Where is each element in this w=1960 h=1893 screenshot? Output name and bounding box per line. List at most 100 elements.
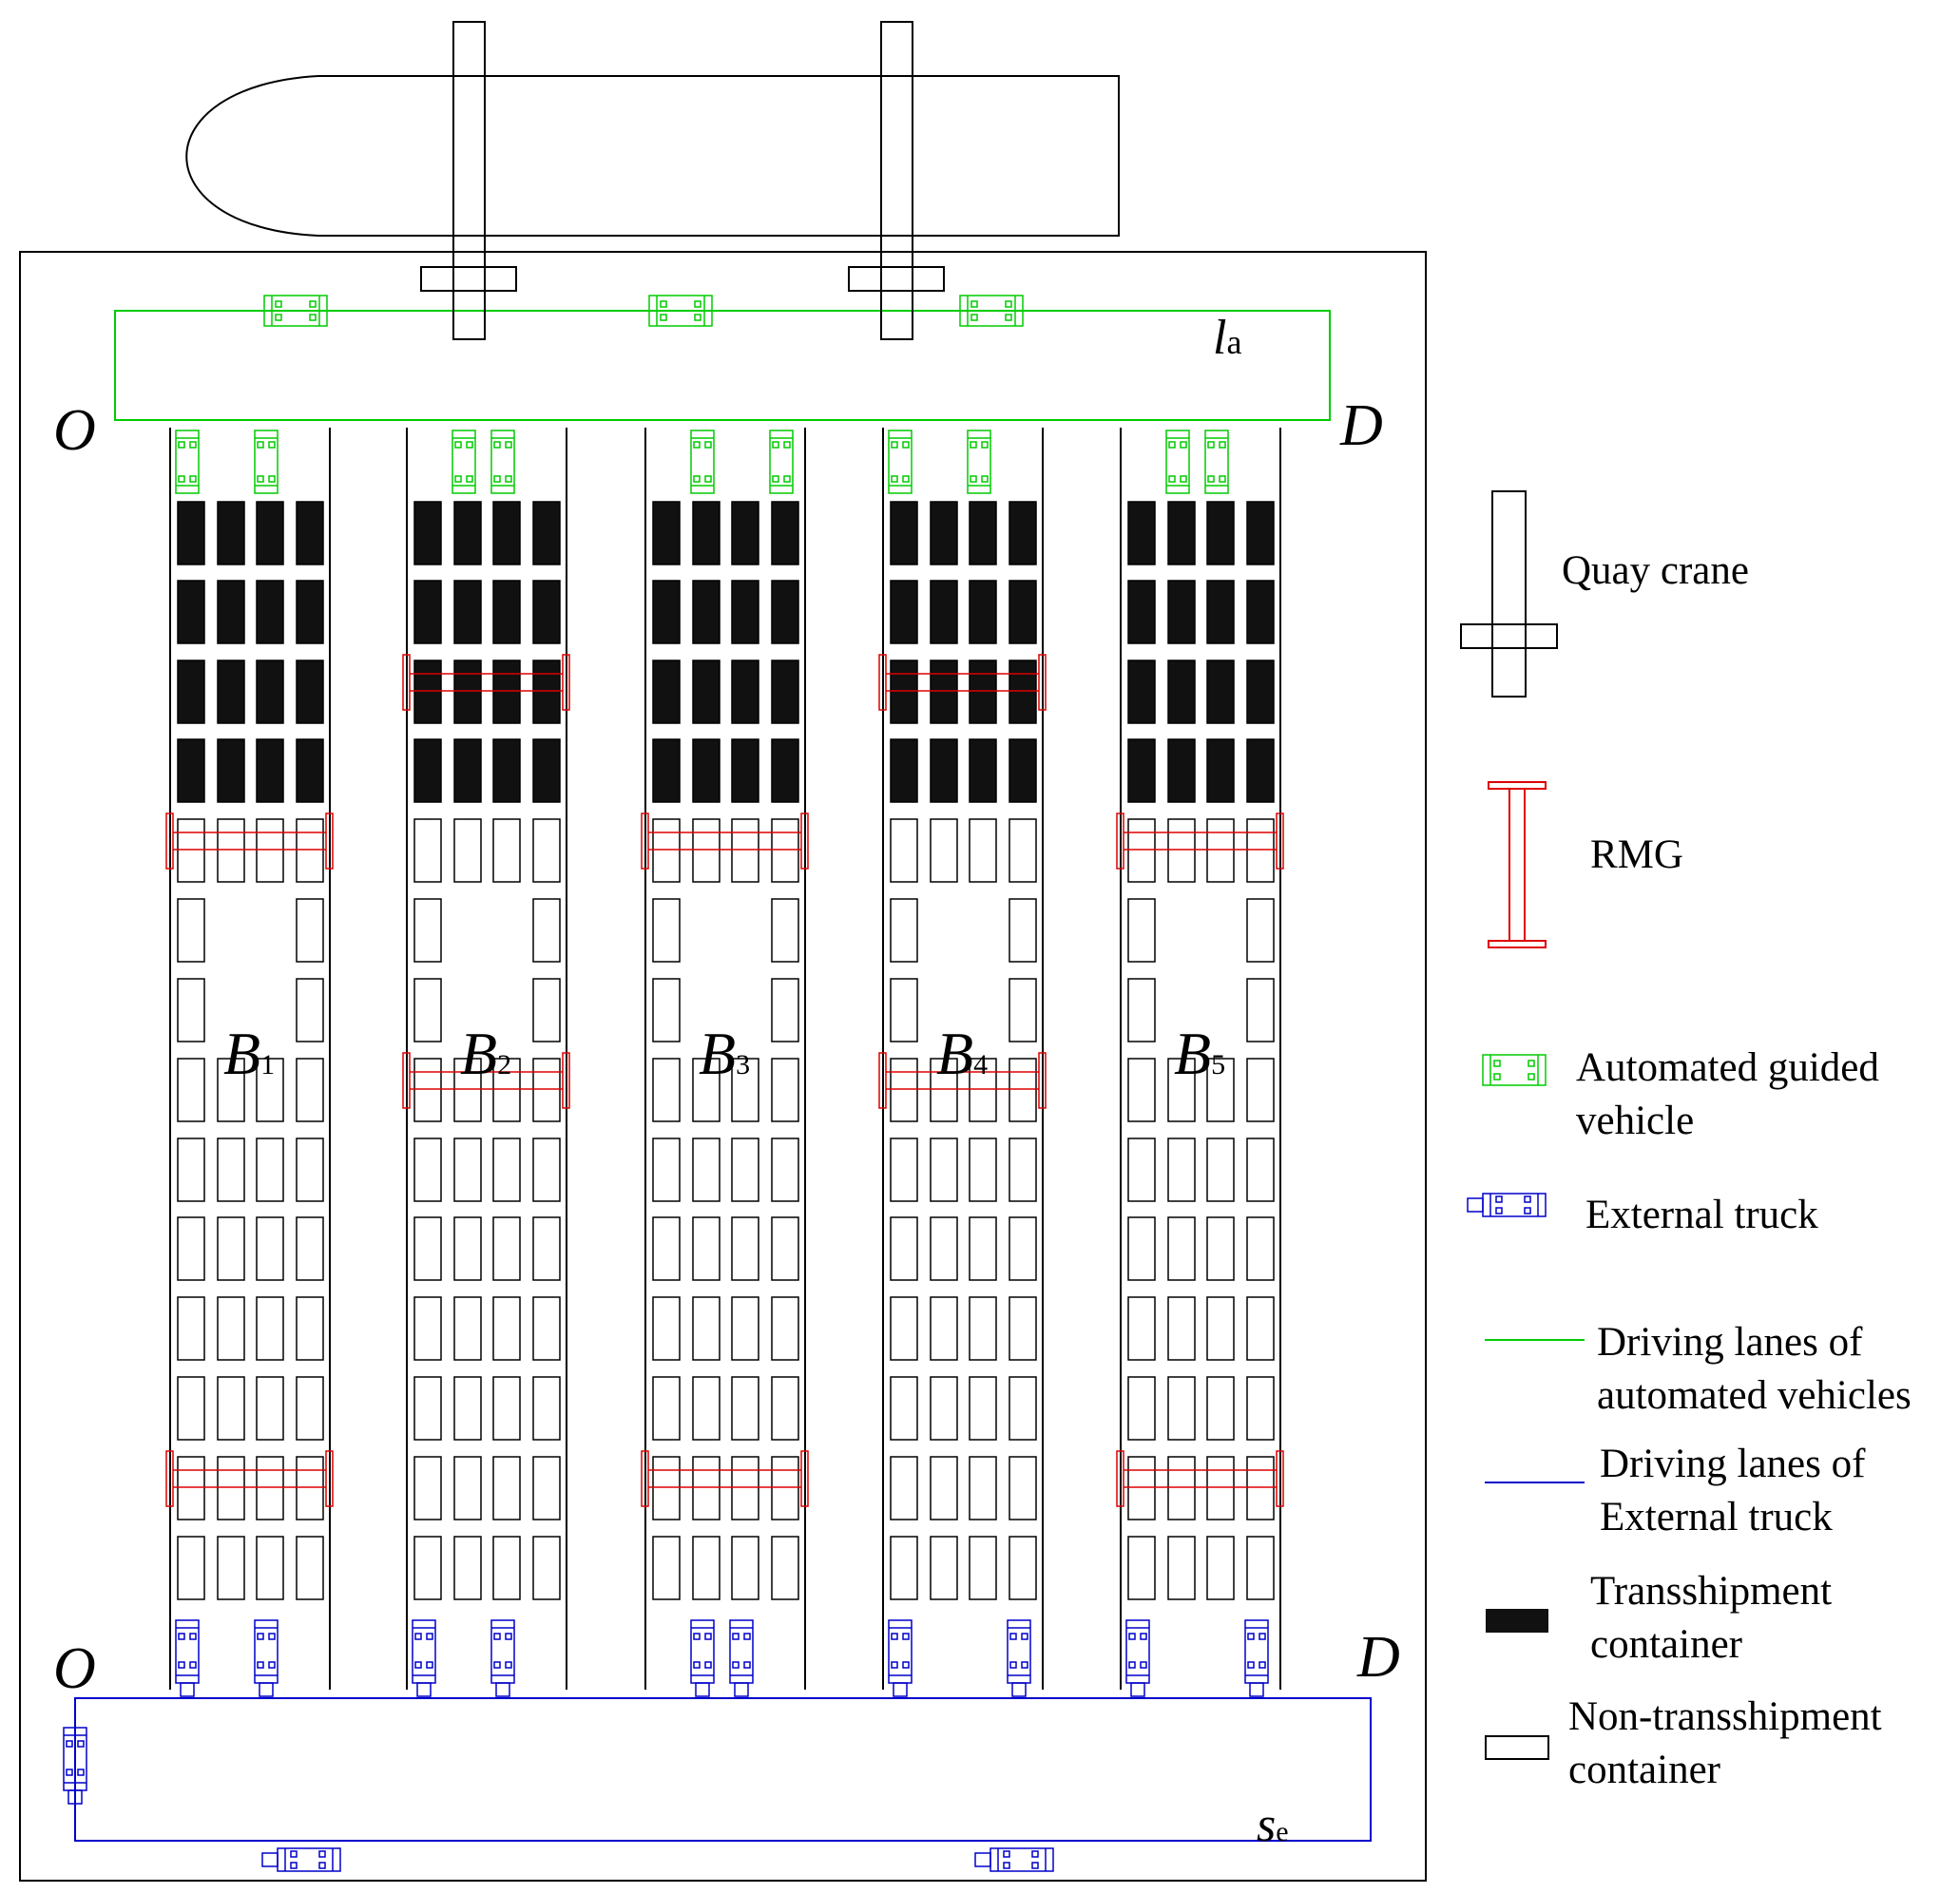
non-transshipment-container <box>1127 818 1156 883</box>
legend-transshipment-line1: Transshipment <box>1590 1569 1832 1614</box>
transshipment-container <box>1127 660 1156 724</box>
transshipment-container <box>771 660 799 724</box>
transshipment-container <box>177 660 205 724</box>
non-transshipment-container <box>1009 1138 1037 1202</box>
non-transshipment-container <box>532 898 561 963</box>
non-transshipment-container <box>177 1216 205 1281</box>
legend-agv-label-line2: vehicle <box>1576 1099 1694 1143</box>
rmg <box>402 1052 570 1109</box>
agv <box>254 430 279 494</box>
non-transshipment-container <box>1009 1216 1037 1281</box>
rmg <box>1116 1450 1284 1507</box>
non-transshipment-container <box>492 1456 521 1520</box>
non-transshipment-container <box>1206 1216 1235 1281</box>
transshipment-container <box>1246 660 1275 724</box>
non-transshipment-container <box>1206 818 1235 883</box>
external-truck <box>729 1619 754 1697</box>
non-transshipment-container <box>652 1536 681 1600</box>
non-transshipment-container <box>492 1216 521 1281</box>
non-transshipment-container <box>413 1296 442 1361</box>
non-transshipment-container <box>930 1536 958 1600</box>
non-transshipment-container <box>492 1058 521 1122</box>
transshipment-container <box>1009 580 1037 644</box>
non-transshipment-container <box>413 1058 442 1122</box>
transshipment-container <box>692 660 721 724</box>
non-transshipment-container <box>652 898 681 963</box>
non-transshipment-container <box>1206 1296 1235 1361</box>
non-transshipment-container <box>296 1376 324 1441</box>
transshipment-container <box>930 501 958 565</box>
legend-rmg-label: RMG <box>1590 832 1683 877</box>
non-transshipment-container <box>177 1536 205 1600</box>
external-truck <box>261 1847 341 1872</box>
non-transshipment-container <box>532 1376 561 1441</box>
non-transshipment-container <box>731 1536 759 1600</box>
transshipment-container <box>296 738 324 803</box>
rmg <box>641 1450 809 1507</box>
transshipment-container <box>256 580 284 644</box>
terminal-boundary <box>19 251 1427 1882</box>
non-transshipment-container <box>731 1376 759 1441</box>
transshipment-container <box>492 580 521 644</box>
external-truck <box>1467 1193 1547 1217</box>
non-transshipment-container <box>1127 1296 1156 1361</box>
non-transshipment-container <box>256 1536 284 1600</box>
transshipment-container <box>256 738 284 803</box>
non-transshipment-container <box>1167 1376 1196 1441</box>
non-transshipment-container <box>296 818 324 883</box>
transshipment-container <box>1206 738 1235 803</box>
yard-block-2: B2 <box>402 428 570 1690</box>
transshipment-container <box>652 660 681 724</box>
non-transshipment-container <box>256 818 284 883</box>
transshipment-container <box>1246 501 1275 565</box>
non-transshipment-container <box>1246 1536 1275 1600</box>
transshipment-container <box>217 501 245 565</box>
transshipment-container <box>413 660 442 724</box>
non-transshipment-container <box>256 1296 284 1361</box>
non-transshipment-container <box>532 818 561 883</box>
non-transshipment-container <box>969 818 997 883</box>
non-transshipment-container <box>890 978 918 1042</box>
non-transshipment-container <box>413 978 442 1042</box>
transshipment-container <box>1127 738 1156 803</box>
non-transshipment-container <box>453 1456 482 1520</box>
non-transshipment-container <box>217 1296 245 1361</box>
transshipment-container <box>930 660 958 724</box>
non-transshipment-container <box>890 1216 918 1281</box>
non-transshipment-container <box>652 1456 681 1520</box>
transshipment-container <box>1167 580 1196 644</box>
non-transshipment-container <box>217 1138 245 1202</box>
legend-agv-lanes-line1: Driving lanes of <box>1597 1320 1863 1365</box>
transshipment-container <box>1246 738 1275 803</box>
transshipment-container <box>930 580 958 644</box>
non-transshipment-container <box>492 1138 521 1202</box>
agv <box>769 430 794 494</box>
non-transshipment-container <box>1246 818 1275 883</box>
truck-lane-label-sub: e <box>1276 1816 1288 1847</box>
transshipment-container <box>532 501 561 565</box>
non-transshipment-container <box>969 1296 997 1361</box>
legend-agv-icon <box>1482 1054 1547 1086</box>
agv <box>1165 430 1190 494</box>
quay-crane-2 <box>848 21 945 340</box>
non-transshipment-container <box>652 1296 681 1361</box>
legend-non-transshipment-swatch <box>1485 1735 1549 1760</box>
non-transshipment-container <box>1246 898 1275 963</box>
external-truck <box>974 1847 1054 1872</box>
transshipment-container <box>692 580 721 644</box>
legend-non-transshipment-line2: container <box>1568 1748 1720 1792</box>
legend-transshipment-line2: container <box>1590 1622 1742 1667</box>
non-transshipment-container <box>1009 1456 1037 1520</box>
non-transshipment-container <box>1009 1536 1037 1600</box>
transshipment-container <box>1167 501 1196 565</box>
non-transshipment-container <box>771 978 799 1042</box>
transshipment-container <box>453 580 482 644</box>
non-transshipment-container <box>296 898 324 963</box>
non-transshipment-container <box>652 818 681 883</box>
transshipment-container <box>1206 580 1235 644</box>
non-transshipment-container <box>296 1216 324 1281</box>
legend-non-transshipment-line1: Non-transshipment <box>1568 1694 1882 1739</box>
transshipment-container <box>296 660 324 724</box>
non-transshipment-container <box>771 818 799 883</box>
